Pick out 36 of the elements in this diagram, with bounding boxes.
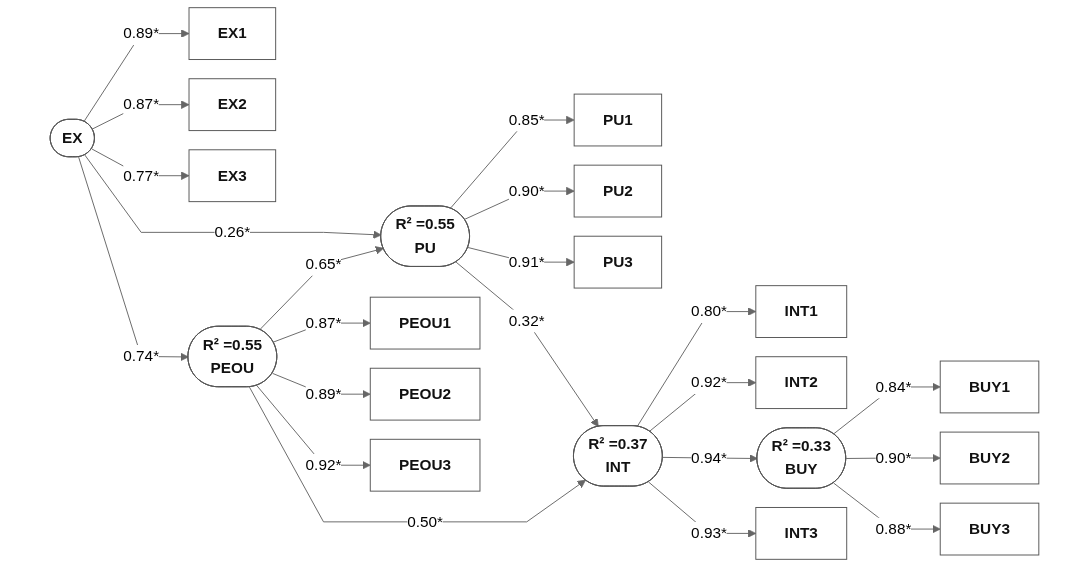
- node-box: PEOU1: [369, 296, 481, 350]
- node-box: EX3: [188, 149, 277, 203]
- edge-label: 0.92*: [691, 374, 728, 391]
- node-box: PEOU3: [369, 438, 481, 492]
- edge-label: 0.84*: [875, 378, 912, 395]
- node-box: EX1: [188, 7, 277, 60]
- node-box: PU3: [573, 235, 663, 289]
- edge-label: 0.89*: [305, 385, 342, 402]
- node-box: INT2: [755, 356, 848, 410]
- edge-label: 0.87*: [123, 96, 160, 113]
- edge-label: 0.90*: [508, 182, 545, 199]
- node-box: BUY2: [939, 431, 1040, 485]
- edge-label: 0.88*: [875, 520, 912, 537]
- node-box: INT3: [755, 507, 848, 560]
- edge-label: 0.26*: [214, 223, 251, 241]
- node-box: BUY3: [939, 502, 1040, 556]
- node-box: PU2: [573, 164, 663, 218]
- edge-label: 0.94*: [691, 449, 728, 466]
- edge-label: 0.65*: [305, 255, 342, 272]
- node-box: INT1: [755, 285, 848, 338]
- edge-label: 0.89*: [123, 24, 160, 42]
- edge-label: 0.80*: [691, 302, 728, 320]
- edge-label: 0.32*: [508, 312, 545, 329]
- edge-label: 0.85*: [508, 111, 545, 128]
- edge-label: 0.93*: [691, 524, 728, 542]
- edge-label: 0.77*: [123, 167, 160, 184]
- edge-label: 0.50*: [407, 513, 444, 530]
- node-box: EX2: [188, 78, 277, 132]
- edge-label: 0.92*: [305, 456, 342, 473]
- edge-label: 0.74*: [123, 347, 160, 365]
- edge-label: 0.87*: [305, 314, 342, 331]
- node-box: PEOU2: [369, 367, 481, 421]
- node-box: BUY1: [939, 360, 1040, 414]
- node-box: PU1: [573, 93, 663, 147]
- edge-label: 0.90*: [875, 449, 912, 466]
- edge-label: 0.91*: [508, 253, 545, 270]
